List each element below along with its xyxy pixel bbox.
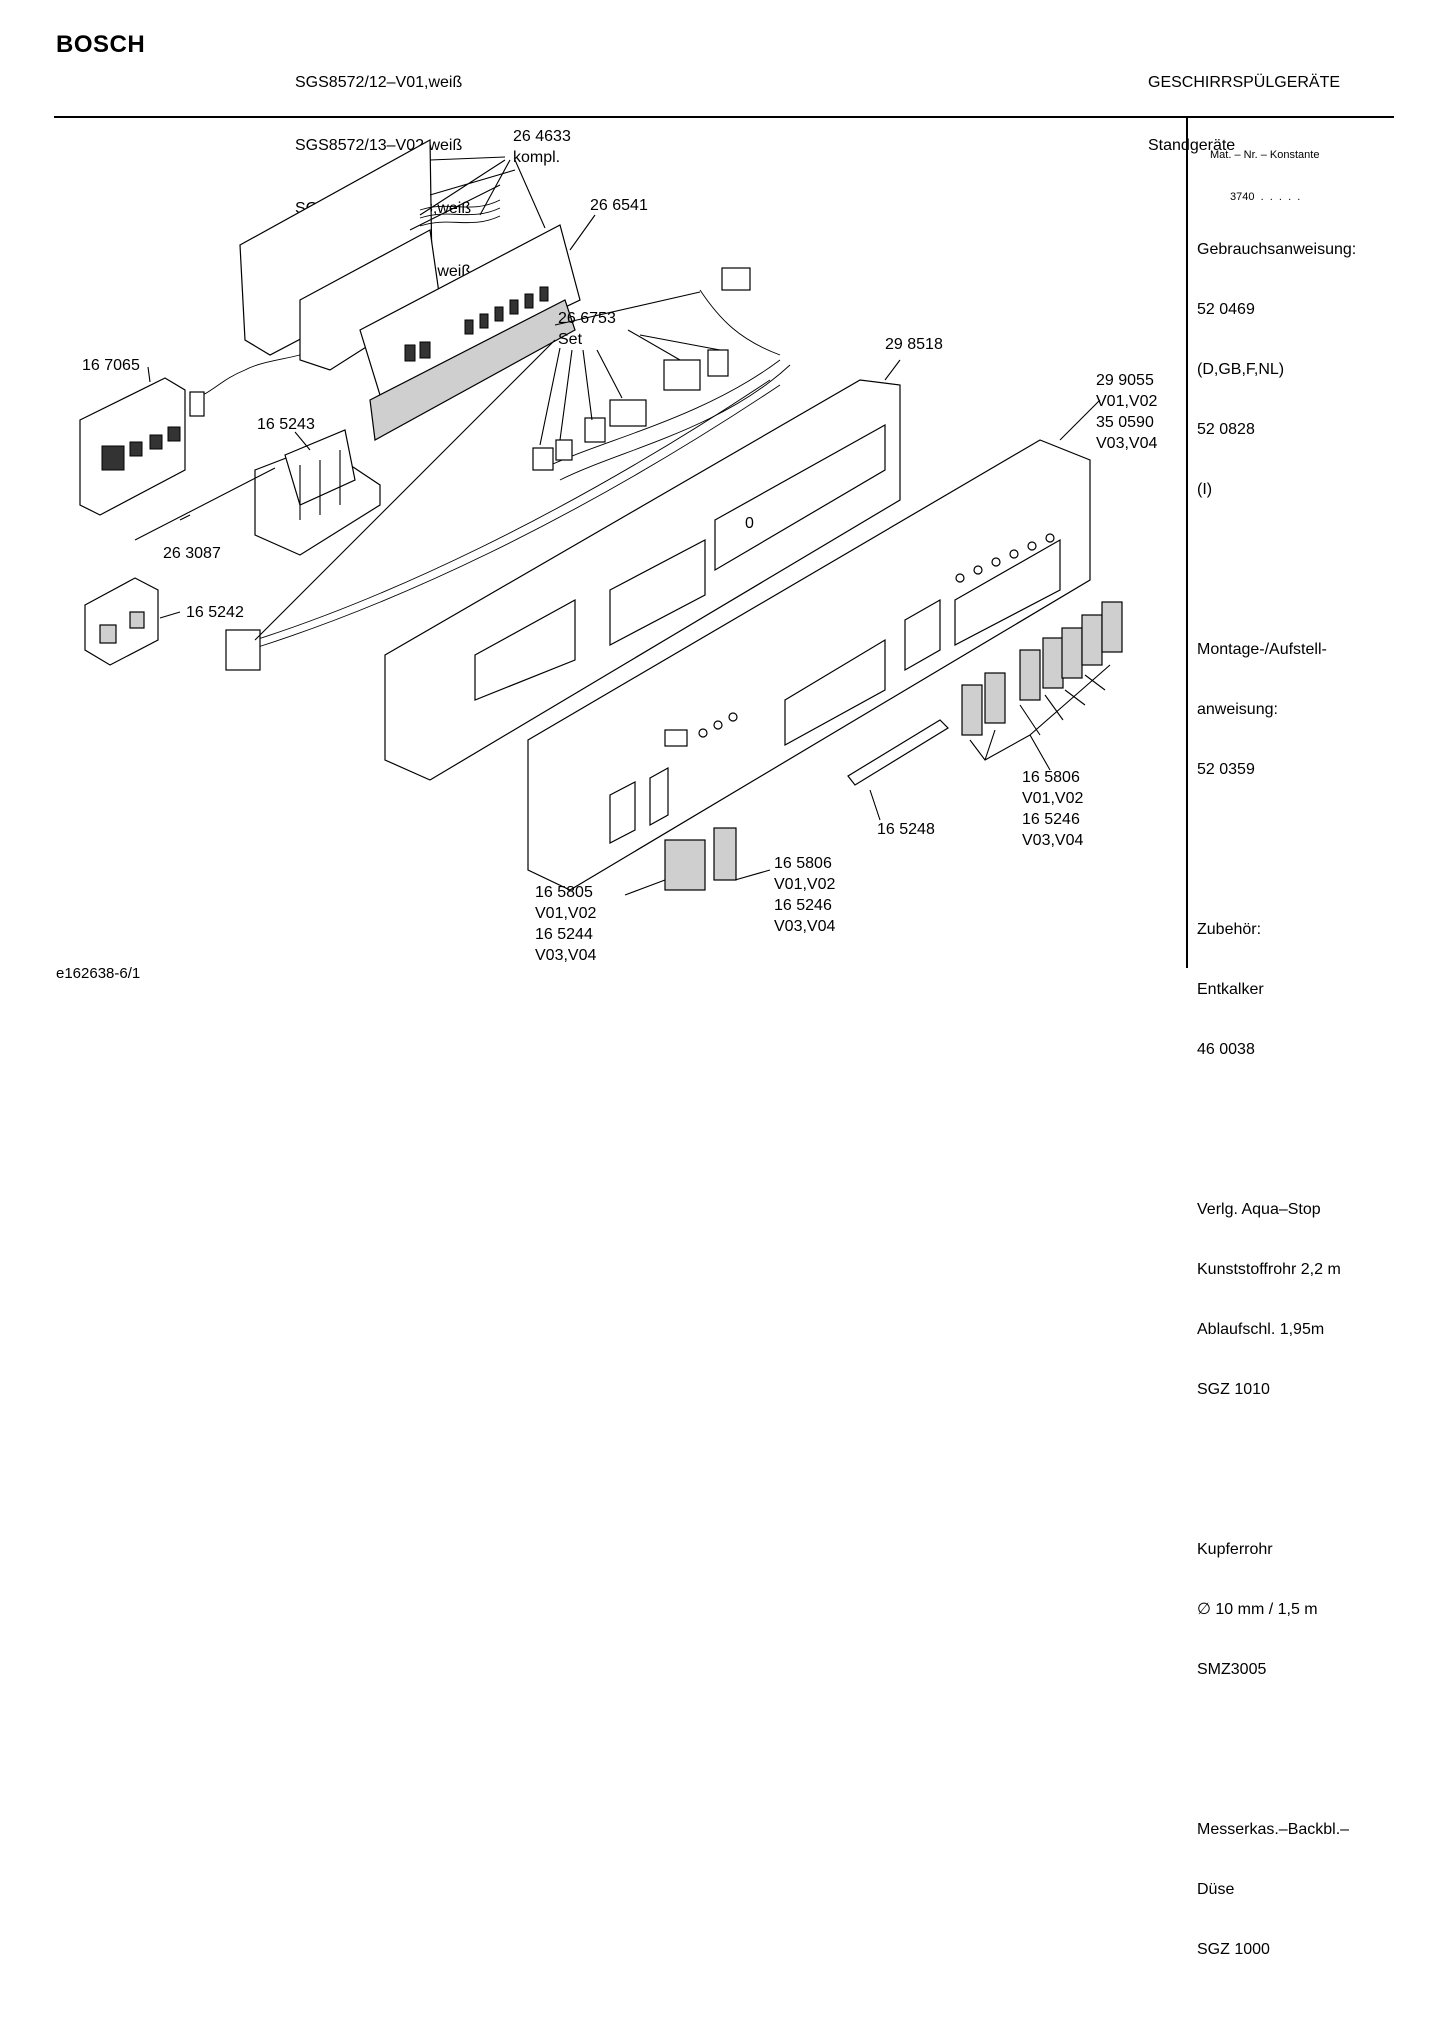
brand-logo: BOSCH	[56, 31, 146, 58]
aquastop-line: Ablaufschl. 1,95m	[1197, 1321, 1325, 1338]
category-title: GESCHIRRSPÜLGERÄTE	[1148, 74, 1341, 91]
door-switch	[84, 577, 159, 666]
part-label-165248: 16 5248	[877, 821, 935, 838]
accessory-name: Entkalker	[1197, 981, 1264, 998]
part-label-165805: 16 5805 V01,V02 16 5244 V03,V04	[535, 884, 597, 964]
part-label-299055: 29 9055 V01,V02 35 0590 V03,V04	[1096, 372, 1158, 452]
spring-rod	[134, 467, 276, 541]
part-label-263087: 26 3087	[163, 545, 221, 562]
installation-title-cont: anweisung:	[1197, 701, 1278, 718]
manual-number: 52 0469	[1197, 301, 1255, 318]
bottom-button-set	[664, 827, 737, 891]
part-label-165806-bottom: 16 5806 V01,V02 16 5246 V03,V04	[774, 855, 836, 935]
part-label-167065: 16 7065	[82, 357, 140, 374]
control-board-assembly	[239, 138, 581, 441]
document-id: e162638-6/1	[56, 965, 141, 982]
manual-languages: (D,GB,F,NL)	[1197, 361, 1285, 378]
copper-pipe-block: Kupferrohr ∅ 10 mm / 1,5 m SMZ3005	[1197, 1500, 1356, 1720]
wiring-harness	[225, 267, 791, 671]
exploded-parts-drawing	[79, 138, 1123, 896]
manual-block: Gebrauchsanweisung: 52 0469 (D,GB,F,NL) …	[1197, 200, 1356, 540]
material-constant-title: Mat. – Nr. – Konstante	[1210, 149, 1320, 161]
copper-pipe-number: SMZ3005	[1197, 1661, 1267, 1678]
manual-title: Gebrauchsanweisung:	[1197, 241, 1357, 258]
leader-lines	[147, 156, 1111, 896]
indicator-strip	[847, 719, 949, 786]
accessory-number: 46 0038	[1197, 1041, 1255, 1058]
accessory-block: Zubehör: Entkalker 46 0038	[1197, 880, 1356, 1100]
nozzle-title: Messerkas.–Backbl.–	[1197, 1821, 1350, 1838]
part-label-298518: 29 8518	[885, 336, 943, 353]
part-label-266753: 26 6753 Set	[558, 310, 616, 348]
accessory-title: Zubehör:	[1197, 921, 1262, 938]
aquastop-line: Kunststoffrohr 2,2 m	[1197, 1261, 1341, 1278]
sidebar-info: Gebrauchsanweisung: 52 0469 (D,GB,F,NL) …	[1197, 160, 1356, 2038]
aquastop-block: Verlg. Aqua–Stop Kunststoffrohr 2,2 m Ab…	[1197, 1160, 1356, 1440]
part-label-165243: 16 5243	[257, 416, 315, 433]
aquastop-title: Verlg. Aqua–Stop	[1197, 1201, 1321, 1218]
front-fascia	[527, 439, 1091, 891]
category-block: GESCHIRRSPÜLGERÄTE Standgeräte	[1148, 30, 1340, 177]
nozzle-number: SGZ 1000	[1197, 1941, 1270, 1958]
right-button-set	[961, 601, 1123, 736]
material-constant-value: 3740 . . . . .	[1230, 191, 1301, 203]
category-subtitle: Standgeräte	[1148, 137, 1236, 154]
manual-number: 52 0828	[1197, 421, 1255, 438]
model-line: SGS8572/12–V01,weiß	[295, 74, 463, 91]
frame-zero-mark: 0	[745, 515, 754, 532]
mounting-bracket	[254, 429, 381, 556]
nozzle-title-cont: Düse	[1197, 1881, 1235, 1898]
nozzle-block: Messerkas.–Backbl.– Düse SGZ 1000	[1197, 1780, 1356, 2000]
part-label-266541: 26 6541	[590, 197, 648, 214]
display-module	[79, 354, 301, 516]
aquastop-number: SGZ 1010	[1197, 1381, 1270, 1398]
part-label-165242: 16 5242	[186, 604, 244, 621]
installation-block: Montage-/Aufstell- anweisung: 52 0359	[1197, 600, 1356, 820]
installation-title: Montage-/Aufstell-	[1197, 641, 1327, 658]
manual-languages: (I)	[1197, 481, 1213, 498]
material-constant: Mat. – Nr. – Konstante 3740 . . . . .	[1210, 120, 1319, 218]
installation-number: 52 0359	[1197, 761, 1255, 778]
part-label-264633: 26 4633 kompl.	[513, 128, 571, 166]
part-label-165806-right: 16 5806 V01,V02 16 5246 V03,V04	[1022, 769, 1084, 849]
sidebar-divider	[1186, 118, 1188, 968]
copper-pipe-size: ∅ 10 mm / 1,5 m	[1197, 1601, 1318, 1618]
header-divider	[54, 116, 1394, 118]
copper-pipe-title: Kupferrohr	[1197, 1541, 1273, 1558]
control-panel-frame	[384, 379, 901, 781]
